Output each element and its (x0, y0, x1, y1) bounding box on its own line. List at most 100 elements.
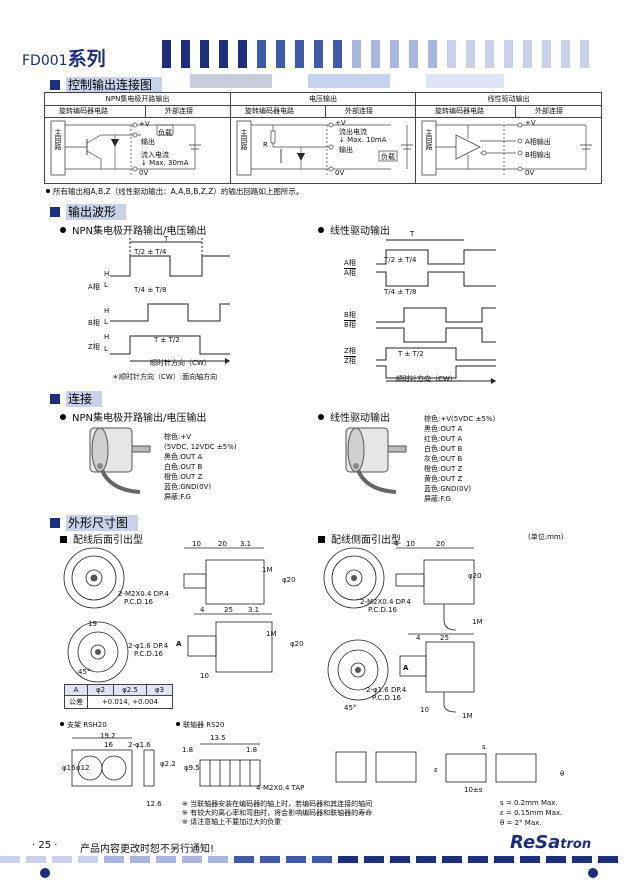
coupling-drawing (199, 743, 261, 787)
section-marker-icon (50, 80, 60, 90)
low-label: L (104, 345, 108, 353)
half-period-label: T/2 ± T/4 (384, 256, 417, 264)
tolerance-item: ε = 0.15mm Max. (500, 809, 563, 817)
sink-current-label: 流入电流 (141, 151, 169, 159)
section-heading-dimensions: 外形尺寸图 (50, 514, 139, 531)
footer-bar (260, 856, 280, 863)
wire-item: 黑色:OUT A (164, 453, 203, 461)
section-heading-connection: 连接 (50, 390, 103, 407)
series-title: FD001系列 (22, 48, 106, 70)
bullet-icon (176, 722, 180, 726)
phase-b-label: B相 (344, 311, 356, 319)
line-driver-circuit-diagram (421, 120, 592, 176)
misalignment-drawing (335, 751, 537, 783)
cw-note: ＊顺时针方向（CW）:面向轴方向 (112, 373, 218, 381)
bracket-drawing (71, 737, 155, 787)
dim-10: 10 (200, 672, 209, 680)
bracket-dim: φ2.2 (160, 760, 176, 768)
coupling-notes: ※ 当联轴器安装在编码器的轴上时，若编码器和其连接的轴间※ 有较大的离心率和弯曲… (182, 800, 372, 827)
wire-item: 棕色:+V (164, 433, 192, 441)
dim-4: 4 (394, 540, 399, 548)
sub-encoder-2: 旋转编码器电路 (245, 107, 294, 115)
dim-45deg: 45° (344, 704, 357, 712)
phase-z-inverted-label: Z相 (344, 357, 356, 365)
dim-20: 20 (436, 540, 445, 548)
header-bar (333, 40, 342, 68)
coupling-dim: 13.5 (210, 734, 226, 742)
header-bar (181, 40, 190, 68)
epsilon-label: ε (434, 766, 438, 774)
dim-10: 10 (406, 540, 415, 548)
period-label: T (164, 235, 169, 243)
sink-max-label: ↓ Max. 30mA (141, 159, 189, 167)
header-bar (580, 40, 589, 68)
encoder-line-image (345, 427, 407, 494)
pcd-label: P.C.D.16 (124, 598, 153, 606)
output-label: 输出 (339, 146, 353, 154)
header-bar (352, 40, 361, 68)
dim-1m: 1M (266, 630, 277, 638)
coupling-note: ※ 有较大的离心率和弯曲时，将会影响编码器和联轴器的寿命 (182, 809, 373, 817)
footer-bar (338, 856, 358, 863)
connection-npn-title: NPN集电极开路输出/电压输出 (60, 409, 206, 424)
coupling-dim: 4-M2X0.4 TAP (256, 784, 305, 792)
pcd-label: P.C.D.16 (368, 606, 397, 614)
bullet-icon (60, 227, 66, 233)
bracket-dim: 16 (104, 741, 113, 749)
shaft-a-label: A (176, 640, 182, 648)
section-marker-icon (50, 518, 60, 528)
wire-item: 橙色:OUT Z (424, 465, 463, 473)
load-label: 负载 (158, 129, 172, 137)
dim-3-1: 3.1 (248, 606, 260, 614)
header-bar (162, 40, 171, 68)
period-label: T (410, 230, 415, 238)
change-notice: 产品内容更改时恕不另行通知! (80, 844, 215, 855)
footer-bar (598, 856, 618, 863)
footer-bar (572, 856, 592, 863)
pcd-label: P.C.D.16 (134, 650, 163, 658)
dim-phi20: φ20 (282, 576, 296, 584)
wiring-note: 所有输出相A,B,Z（线性驱动输出：A,A,B,B,Z,Z）的输出回路如上图所示… (46, 186, 303, 197)
wire-item: 屏蔽:F.G (424, 495, 451, 503)
vplus-label: +V (525, 119, 536, 127)
waveform-npn-title: NPN集电极开路输出/电压输出 (60, 222, 206, 237)
vplus-label: +V (335, 119, 346, 127)
banner-blue (308, 74, 390, 88)
table-header-cell: φ2.5 (113, 684, 147, 696)
wire-item: 棕色:+V(5VDC ±5%) (424, 415, 496, 423)
wire-item: 红色:OUT A (424, 435, 463, 443)
page-number: · 25 · (32, 840, 58, 851)
footer-bar (130, 856, 150, 863)
zero-volt-label: 0V (139, 169, 149, 177)
coupling-dim: 1.8 (182, 746, 194, 754)
wire-item: 黄色:OUT Z (424, 475, 463, 483)
wire-item: 蓝色:GND(0V) (424, 485, 472, 493)
coupling-dim: 1.8 (246, 746, 258, 754)
hole-label: 2-φ1.6 DP.4 (366, 686, 407, 694)
dim-10: 10 (420, 706, 429, 714)
high-label: H (104, 270, 110, 278)
npn-waveform-diagram (110, 238, 230, 364)
s-label: s (482, 743, 486, 751)
bullet-icon (46, 189, 50, 193)
dim-rear-title: 配线后面引出型 (60, 531, 143, 546)
header-bar (295, 40, 304, 68)
phase-a-label: A相 (88, 283, 100, 291)
main-circuit-label: 主回路 (54, 129, 62, 150)
bracket-dim: φ16 (62, 764, 76, 772)
dim-19: 19 (88, 620, 97, 628)
header-bar (561, 40, 570, 68)
header-bar (428, 40, 437, 68)
sub-encoder-3: 旋转编码器电路 (435, 107, 484, 115)
half-period-label: T/2 ± T/4 (134, 248, 167, 256)
encoder-npn-image (89, 427, 151, 494)
footer-bar (286, 856, 306, 863)
dim-phi20: φ20 (290, 640, 304, 648)
footer-bar (520, 856, 540, 863)
high-label: H (104, 333, 110, 341)
control-output-table: NPN集电极开路输出 电压输出 线性驱动输出 旋转编码器电路 外部连接 旋转编码… (44, 92, 602, 184)
npn-circuit-diagram (50, 120, 201, 176)
footer-bar (0, 856, 20, 863)
